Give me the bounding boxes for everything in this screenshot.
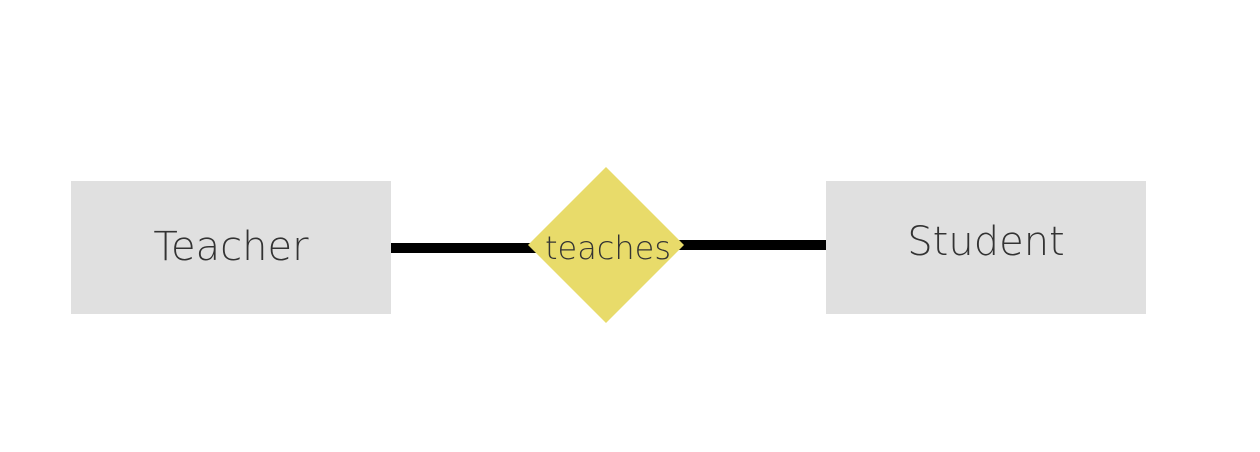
relationship-teaches[interactable]: teaches xyxy=(528,167,684,323)
entity-student-label: Student xyxy=(907,219,1064,265)
entity-teacher-label: Teacher xyxy=(153,224,309,270)
entity-teacher-box xyxy=(71,181,391,314)
entity-student-box xyxy=(826,181,1146,314)
relationship-teaches-label: teaches xyxy=(545,229,671,267)
relationship-diamond xyxy=(528,167,684,323)
entity-teacher[interactable]: Teacher xyxy=(71,181,391,314)
entity-student[interactable]: Student xyxy=(826,181,1146,314)
